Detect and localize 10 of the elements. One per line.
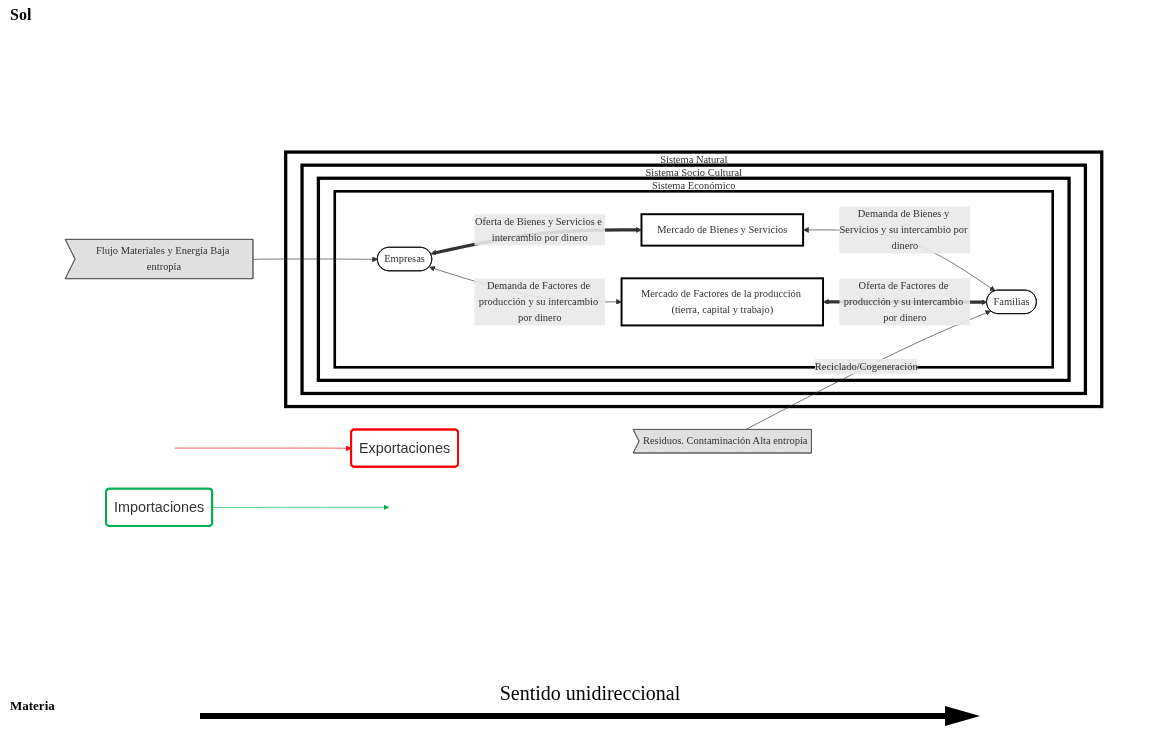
edge-label: Demanda de Bienes y Servicios y su intercambio por dinero <box>839 208 968 251</box>
edge-label: Oferta de Factores de producción y su intercambio por dinero <box>843 280 964 323</box>
edge-label: Oferta de Bienes y Servicios e intercambio por dinero <box>474 216 602 243</box>
edge-label: Reciclado/Cogeneración <box>814 360 918 372</box>
sun-label: Sol <box>10 6 32 24</box>
node-box: Mercado de Factores de la producción (tierra, capital y trabajo) <box>620 277 824 327</box>
edge-label: Demanda de Factores de producción y su intercambio por dinero <box>478 280 599 323</box>
node-box: Mercado de Bienes y Servicios <box>640 213 805 247</box>
matter-label: Materia <box>10 698 55 714</box>
direction-label: Sentido unidireccional <box>498 682 682 705</box>
